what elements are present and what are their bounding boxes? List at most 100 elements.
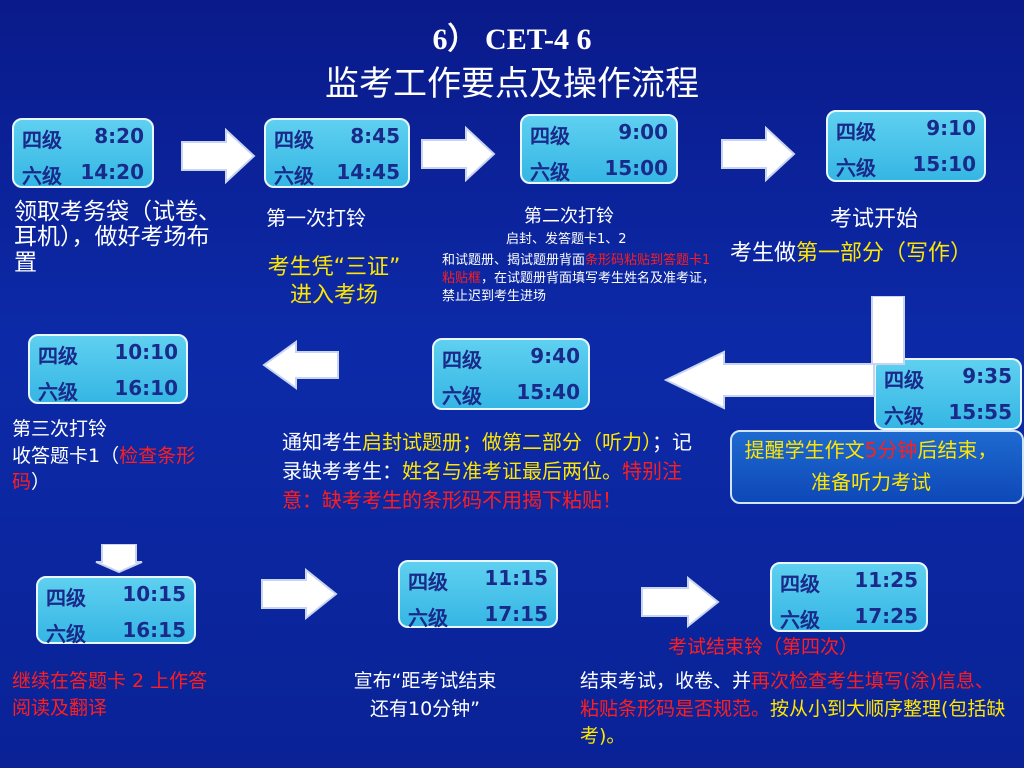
right-arrow-icon	[181, 128, 256, 184]
time-box-7: 四级 10:10 六级 16:10	[28, 334, 188, 404]
right-arrow-icon	[261, 568, 338, 620]
step7-text: 第三次打铃 收答题卡1（检查条形码）	[12, 416, 212, 496]
time-6: 16:15	[122, 618, 186, 642]
level-4-label: 四级	[442, 348, 482, 372]
time-6: 15:00	[604, 156, 668, 180]
step10-c: 按从小到大顺序整理(包括缺考)。	[580, 697, 1006, 748]
step2-enter: 考生凭“三证” 进入考场	[234, 254, 434, 309]
level-6-label: 六级	[836, 156, 876, 180]
time-box-9: 四级 11:15 六级 17:15	[398, 560, 558, 630]
level-4-label: 四级	[274, 128, 314, 152]
step10-a: 结束考试，收卷、并	[580, 670, 752, 692]
time-box-4: 四级 9:10 六级 15:10	[826, 110, 986, 182]
time-box-2: 四级 8:45 六级 14:45	[264, 118, 410, 188]
step2-bell: 第一次打铃	[266, 206, 366, 230]
time-box-8: 四级 10:15 六级 16:15	[36, 576, 196, 646]
right-arrow-icon	[421, 126, 496, 182]
step6-d: 姓名与准考证最后两位。	[402, 459, 622, 483]
level-6-label: 六级	[780, 608, 820, 632]
step5-line2: 准备听力考试	[811, 470, 931, 494]
step6-c: ；记录缺考考生：	[282, 430, 692, 483]
level-6-label: 六级	[442, 384, 482, 408]
step6-text: 通知考生启封试题册；做第二部分（听力）；记录缺考考生：姓名与准考证最后两位。特别…	[282, 428, 698, 515]
step3-detail-c: ，在试题册背面填写考生姓名及准考证，禁止迟到考生进场	[442, 271, 716, 305]
step9-text: 宣布“距考试结束 还有10分钟”	[330, 668, 520, 723]
time-4: 10:15	[122, 582, 186, 606]
time-4: 9:40	[530, 344, 580, 368]
step2-enter-line2: 进入考场	[289, 282, 378, 308]
level-4-label: 四级	[46, 586, 86, 610]
step6-e: 特别注意：缺考考生的条形码不用揭下粘贴！	[282, 459, 682, 512]
step4-start: 考试开始	[830, 207, 919, 232]
level-6-label: 六级	[46, 622, 86, 646]
right-arrow-icon	[721, 126, 796, 182]
step7-bell: 第三次打铃	[12, 418, 108, 440]
step7-d: ）	[31, 471, 51, 494]
level-4-label: 四级	[530, 124, 570, 148]
level-6-label: 六级	[22, 164, 62, 188]
level-4-label: 四级	[22, 128, 62, 152]
level-6-label: 六级	[274, 164, 314, 188]
time-6: 14:45	[336, 160, 400, 184]
step9-line1: 宣布“距考试结束	[353, 670, 497, 692]
step2-enter-line1: 考生凭“三证”	[267, 255, 401, 280]
level-6-label: 六级	[530, 160, 570, 184]
level-4-label: 四级	[38, 344, 78, 368]
time-6: 15:10	[912, 152, 976, 176]
step4-writing: 考生做第一部分（写作）	[730, 240, 972, 268]
step3-open: 启封、发答题卡1、2	[506, 232, 627, 247]
step9-line2: 还有10分钟”	[369, 697, 481, 720]
step3-detail: 和试题册、揭试题册背面条形码粘贴到答题卡1粘贴框，在试题册背面填写考生姓名及准考…	[442, 252, 720, 307]
step6-a: 通知考生	[282, 430, 362, 454]
title-line2: 监考工作要点及操作流程	[325, 64, 699, 104]
step5-note	[730, 430, 1024, 504]
time-4: 11:15	[484, 566, 548, 590]
step3-bell: 第二次打铃	[524, 206, 614, 227]
time-6: 15:40	[516, 380, 580, 404]
level-6-label: 六级	[38, 380, 78, 404]
time-4: 9:00	[618, 120, 668, 144]
down-arrow-icon	[871, 296, 905, 365]
step6-b: 启封试题册；做第二部分（听力）	[362, 430, 652, 454]
step4-writing-a: 考生做	[730, 241, 797, 266]
time-6: 17:15	[484, 602, 548, 626]
step8-text: 继续在答题卡 2 上作答阅读及翻译	[12, 670, 208, 719]
time-4: 10:10	[114, 340, 178, 364]
time-4: 11:25	[854, 568, 918, 592]
time-box-3: 四级 9:00 六级 15:00	[520, 114, 678, 184]
level-4-label: 四级	[836, 120, 876, 144]
step10-b: 再次检查考生填写(涂)信息、粘贴条形码是否规范。	[580, 670, 994, 720]
step4-writing-b: 第一部分（写作）	[796, 241, 973, 266]
step5-line1: 提醒学生作文5分钟后结束，	[718, 434, 1024, 466]
step10-bell: 考试结束铃（第四次）	[668, 636, 859, 658]
level-4-label: 四级	[780, 572, 820, 596]
step3-detail-a: 和试题册、揭试题册背面	[442, 253, 586, 268]
step5-c: 后结束，	[917, 438, 998, 462]
left-arrow-icon	[664, 350, 875, 410]
time-box-10: 四级 11:25 六级 17:25	[770, 562, 928, 632]
step3-detail-b: 条形码粘贴到答题卡1粘贴框	[442, 253, 711, 287]
time-6: 16:10	[114, 376, 178, 400]
step5-b: 5分钟	[864, 438, 918, 462]
right-arrow-icon	[641, 576, 720, 628]
level-4-label: 四级	[408, 570, 448, 594]
time-6: 15:55	[948, 400, 1012, 424]
time-4: 8:20	[94, 124, 144, 148]
down-arrow-icon	[95, 544, 143, 574]
time-4: 9:10	[926, 116, 976, 140]
level-4-label: 四级	[884, 368, 924, 392]
step7-b: 收答题卡1（	[12, 444, 120, 467]
step5-text: 提醒学生作文5分钟后结束， 准备听力考试	[718, 434, 1024, 498]
time-4: 8:45	[350, 124, 400, 148]
time-6: 17:25	[854, 604, 918, 628]
time-6: 14:20	[80, 160, 144, 184]
time-box-6: 四级 9:40 六级 15:40	[432, 338, 590, 410]
step1-text: 领取考务袋（试卷、耳机），做好考场布置	[14, 199, 221, 276]
step5-a: 提醒学生作文	[744, 438, 865, 462]
step7-c: 检查条形码	[12, 444, 196, 494]
level-6-label: 六级	[884, 404, 924, 428]
level-6-label: 六级	[408, 606, 448, 630]
title-line1: 6） CET-4 6	[432, 23, 592, 56]
time-box-1: 四级 8:20 六级 14:20	[12, 118, 154, 188]
